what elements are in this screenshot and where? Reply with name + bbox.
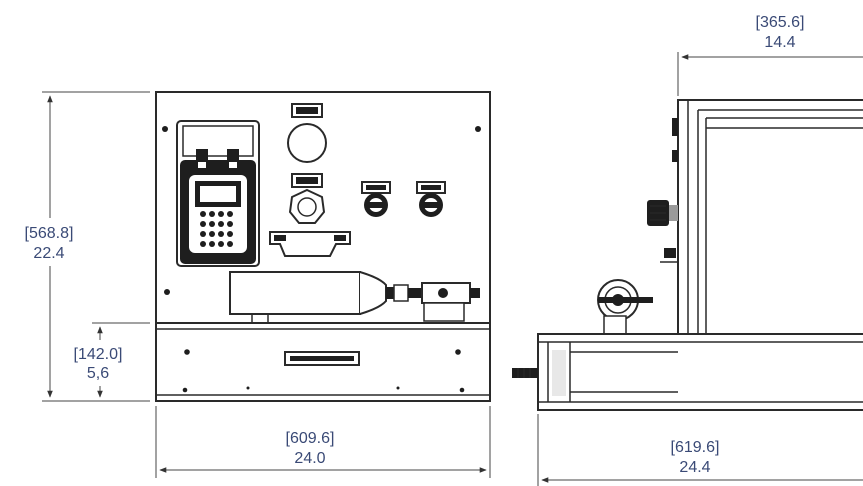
manifold-bracket-icon — [269, 231, 351, 257]
base-height-imperial: 5,6 — [87, 365, 109, 382]
hex-valve-icon — [288, 173, 326, 224]
front-view — [155, 91, 491, 402]
side-small-fitting-icon — [660, 248, 678, 263]
side-base-width-imperial: 24.4 — [679, 459, 710, 476]
side-view — [512, 99, 863, 411]
side-top-width-dimension: [365.6] 14.4 — [677, 14, 863, 96]
side-base-width-metric: [619.6] — [671, 439, 720, 456]
valve-left-icon — [361, 181, 391, 217]
side-base — [537, 333, 863, 411]
handheld-meter-icon — [176, 120, 260, 267]
overall-height-dimension: [568.8] 22.4 — [14, 91, 150, 402]
side-knob-icon — [647, 200, 678, 226]
round-gauge-icon — [287, 103, 327, 163]
front-width-metric: [609.6] — [286, 430, 335, 447]
valve-right-icon — [416, 181, 446, 217]
overall-height-metric: [568.8] — [25, 225, 74, 242]
base-fitting-icon — [512, 368, 538, 378]
side-valve-icon — [597, 279, 653, 335]
front-width-dimension: [609.6] 24.0 — [155, 406, 491, 478]
side-top-width-imperial: 14.4 — [764, 34, 795, 51]
side-base-width-dimension: [619.6] 24.4 — [537, 414, 863, 486]
base-height-dimension: [142.0] 5,6 — [60, 322, 150, 398]
gas-cylinder-icon — [229, 271, 480, 322]
side-top-width-metric: [365.6] — [756, 14, 805, 31]
base-height-metric: [142.0] — [74, 346, 123, 363]
front-width-imperial: 24.0 — [294, 450, 325, 467]
overall-height-imperial: 22.4 — [33, 245, 64, 262]
